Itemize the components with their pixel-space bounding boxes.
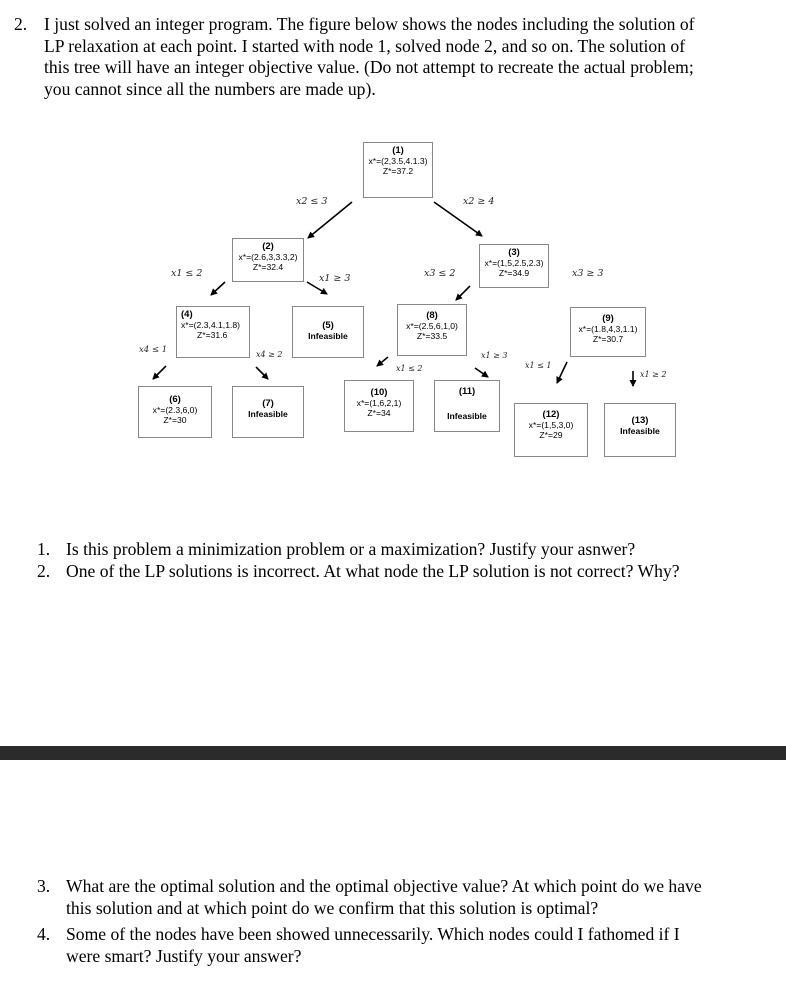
node-12-id: (12) xyxy=(542,409,560,420)
question-4-number: 4. xyxy=(37,924,51,944)
node-1-solution: x*=(2,3.5,4.1.3) xyxy=(368,156,428,166)
branch-label-3-9: x3 ≥ 3 xyxy=(572,268,604,279)
node-5: (5) Infeasible xyxy=(292,306,364,358)
node-10-objective: Z*=34 xyxy=(367,408,391,418)
node-12: (12) x*=(1,5,3,0) Z*=29 xyxy=(514,403,588,457)
node-12-objective: Z*=29 xyxy=(539,430,563,440)
node-12-solution: x*=(1,5,3,0) xyxy=(528,420,574,430)
node-9-objective: Z*=30.7 xyxy=(592,334,624,344)
node-2: (2) x*=(2.6,3,3.3,2) Z*=32.4 xyxy=(232,238,304,282)
node-1-objective: Z*=37.2 xyxy=(382,166,414,176)
node-4-solution: x*=(2.3,4.1,1.8) xyxy=(181,320,240,330)
branch-label-2-5: x1 ≥ 3 xyxy=(319,273,351,284)
branch-label-4-6: x4 ≤ 1 xyxy=(139,345,168,355)
node-8-objective: Z*=33.5 xyxy=(416,331,448,341)
arrow-9-12 xyxy=(556,361,568,384)
arrow-2-5 xyxy=(306,281,328,295)
node-7-status: Infeasible xyxy=(248,409,288,419)
node-1-id: (1) xyxy=(392,145,404,156)
question-2-text: One of the LP solutions is incorrect. At… xyxy=(66,561,680,581)
node-11: (11) Infeasible xyxy=(434,380,500,432)
node-10: (10) x*=(1,6,2,1) Z*=34 xyxy=(344,380,414,432)
branch-label-1-3: x2 ≥ 4 xyxy=(463,196,495,207)
arrow-4-6 xyxy=(152,365,167,380)
node-2-solution: x*=(2.6,3,3.3,2) xyxy=(238,252,298,262)
tree-arrows xyxy=(152,201,637,387)
arrow-3-8 xyxy=(455,285,471,301)
arrow-1-3 xyxy=(433,201,483,237)
node-10-solution: x*=(1,6,2,1) xyxy=(356,398,402,408)
node-5-status: Infeasible xyxy=(308,331,348,341)
arrow-8-10 xyxy=(376,356,389,367)
node-13: (13) Infeasible xyxy=(604,403,676,457)
node-3-solution: x*=(1,5,2.5,2.3) xyxy=(484,258,544,268)
node-11-id: (11) xyxy=(458,386,476,397)
node-3-id: (3) xyxy=(508,247,520,258)
branch-label-9-13: x1 ≥ 2 xyxy=(640,370,667,379)
branch-label-2-4: x1 ≤ 2 xyxy=(171,268,203,279)
question-2-number: 2. xyxy=(37,561,51,581)
node-5-id: (5) xyxy=(322,320,334,331)
arrow-1-2 xyxy=(307,201,353,239)
node-4-objective: Z*=31.6 xyxy=(197,330,228,340)
node-6-solution: x*=(2.3,6,0) xyxy=(152,405,198,415)
question-3-number: 3. xyxy=(37,876,51,896)
problem-line-4: you cannot since all the numbers are mad… xyxy=(44,78,376,99)
branch-label-4-7: x4 ≥ 2 xyxy=(256,350,283,359)
problem-number: 2. xyxy=(14,14,28,34)
branch-label-9-12: x1 ≤ 1 xyxy=(525,361,552,370)
node-13-status: Infeasible xyxy=(620,426,660,436)
node-10-id: (10) xyxy=(370,387,388,398)
node-9: (9) x*=(1.8,4,3,1.1) Z*=30.7 xyxy=(570,307,646,357)
node-8-solution: x*=(2.5,6,1,0) xyxy=(406,321,458,331)
node-6: (6) x*=(2.3,6,0) Z*=30 xyxy=(138,386,212,438)
problem-line-3: this tree will have an integer objective… xyxy=(44,57,694,77)
node-6-objective: Z*=30 xyxy=(163,415,187,425)
node-7: (7) Infeasible xyxy=(232,386,304,438)
question-1-text: Is this problem a minimization problem o… xyxy=(66,539,636,559)
branch-label-8-10: x1 ≤ 2 xyxy=(396,364,423,373)
branch-label-8-11: x1 ≥ 3 xyxy=(481,351,508,360)
node-4-id: (4) xyxy=(181,309,193,320)
question-3-line-1: What are the optimal solution and the op… xyxy=(66,876,702,896)
question-3-line-2: this solution and at which point do we c… xyxy=(66,898,599,918)
node-4: (4) x*=(2.3,4.1,1.8) Z*=31.6 xyxy=(176,306,250,358)
questions-part-a: 1. Is this problem a minimization proble… xyxy=(37,539,757,583)
node-2-id: (2) xyxy=(262,241,274,252)
branch-label-1-2: x2 ≤ 3 xyxy=(296,196,328,207)
question-4-line-1: Some of the nodes have been showed unnec… xyxy=(66,924,680,944)
node-7-id: (7) xyxy=(262,398,274,409)
node-1: (1) x*=(2,3.5,4.1.3) Z*=37.2 xyxy=(363,142,433,198)
node-3-objective: Z*=34.9 xyxy=(498,268,530,278)
node-6-id: (6) xyxy=(169,394,181,405)
page-divider xyxy=(0,746,786,760)
node-2-objective: Z*=32.4 xyxy=(252,262,284,272)
node-8: (8) x*=(2.5,6,1,0) Z*=33.5 xyxy=(397,304,467,356)
node-9-solution: x*=(1.8,4,3,1.1) xyxy=(578,324,638,334)
branch-label-3-8: x3 ≤ 2 xyxy=(424,268,456,279)
problem-line-2: LP relaxation at each point. I started w… xyxy=(44,35,686,56)
node-11-status: Infeasible xyxy=(447,411,487,421)
question-1-number: 1. xyxy=(37,539,51,559)
questions-part-b: 3. What are the optimal solution and the… xyxy=(37,876,767,976)
problem-line-1: I just solved an integer program. The fi… xyxy=(44,14,695,34)
arrow-8-11 xyxy=(474,367,489,378)
node-3: (3) x*=(1,5,2.5,2.3) Z*=34.9 xyxy=(479,244,549,288)
node-9-id: (9) xyxy=(602,313,614,324)
arrow-4-7 xyxy=(255,366,269,380)
arrow-2-4 xyxy=(210,281,226,296)
question-4-line-2: were smart? Justify your answer? xyxy=(66,946,302,966)
node-8-id: (8) xyxy=(426,310,438,321)
node-13-id: (13) xyxy=(631,415,649,426)
